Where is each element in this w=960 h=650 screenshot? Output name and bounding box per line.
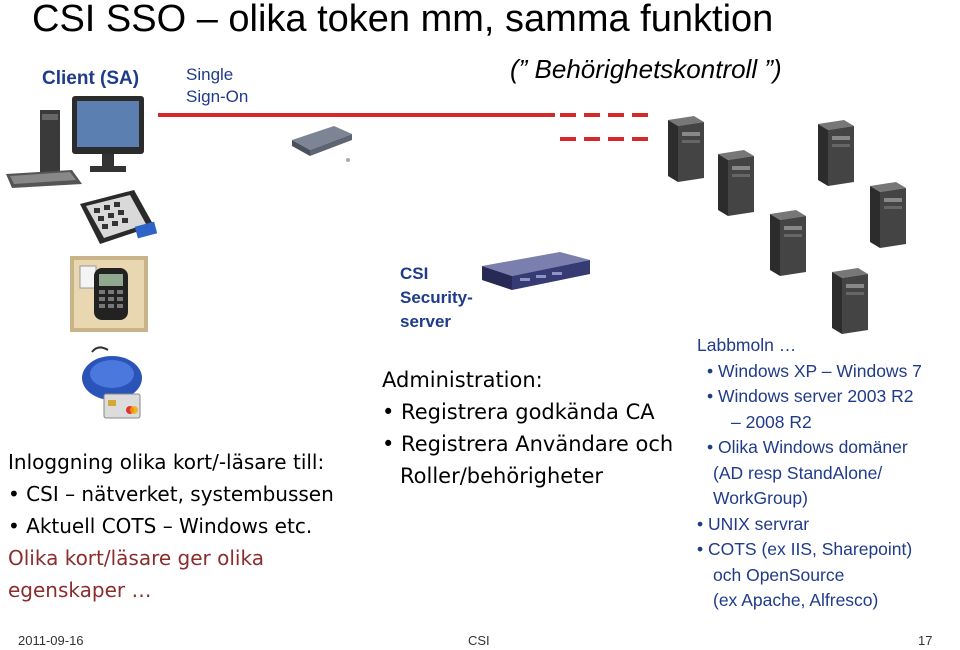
footer-page-number: 17 <box>918 633 933 648</box>
tower-server-icon <box>870 182 906 248</box>
login-note-continued: egenskaper … <box>8 578 152 602</box>
security-server-label: CSI Security- server <box>400 264 473 331</box>
footer-center: CSI <box>468 633 490 648</box>
rack-server-icon <box>482 252 590 290</box>
login-heading: Inloggning olika kort/-läsare till: <box>8 450 325 474</box>
usb-card-reader-icon <box>82 346 142 419</box>
administration-item: • Registrera Användare och <box>382 432 674 456</box>
lab-item: • Windows server 2003 R2 <box>707 386 914 406</box>
tower-server-icon <box>718 150 754 216</box>
tower-server-icon <box>818 120 854 186</box>
network-dashed-line-2 <box>560 137 660 141</box>
login-item: • CSI – nätverket, systembussen <box>8 482 334 506</box>
footer-date: 2011-09-16 <box>18 633 84 648</box>
network-dashed-line <box>560 113 660 117</box>
card-reader-icon <box>80 190 158 244</box>
lab-item-continued: och OpenSource <box>713 564 845 585</box>
login-note: Olika kort/läsare ger olika <box>8 546 264 570</box>
pc-icon <box>6 96 144 188</box>
lab-block: Labbmoln … • Windows XP – Windows 7 • Wi… <box>697 333 922 614</box>
lab-item-continued: (AD resp StandAlone/ <box>713 462 883 483</box>
lab-item: • Windows XP – Windows 7 <box>707 360 922 381</box>
smartcard-keypad-icon <box>70 256 148 332</box>
lab-item: • UNIX servrar <box>697 513 810 534</box>
network-switch-icon <box>292 126 352 162</box>
tower-server-icon <box>668 116 704 182</box>
tower-server-icon <box>832 268 868 334</box>
sso-label: Single Sign-On <box>186 65 249 106</box>
lab-item-continued: WorkGroup) <box>713 488 808 508</box>
lab-item: • Olika Windows domäner <box>707 437 908 457</box>
administration-heading: Administration: <box>382 368 543 392</box>
administration-item: • Registrera godkända CA <box>382 400 655 424</box>
administration-item-continued: Roller/behörigheter <box>400 464 604 488</box>
lab-item-continued: (ex Apache, Alfresco) <box>713 590 879 610</box>
login-block: Inloggning olika kort/-läsare till: • CS… <box>8 446 334 606</box>
page-title: CSI SSO – olika token mm, samma funktion <box>32 0 774 40</box>
access-control-label: (” Behörighetskontroll ”) <box>510 54 782 84</box>
lab-item-continued: – 2008 R2 <box>731 411 812 432</box>
lab-heading: Labbmoln … <box>697 335 797 355</box>
client-label: Client (SA) <box>42 68 140 89</box>
tower-server-icon <box>770 210 806 276</box>
network-line <box>158 113 555 117</box>
administration-block: Administration: • Registrera godkända CA… <box>382 364 673 492</box>
login-item: • Aktuell COTS – Windows etc. <box>8 514 313 538</box>
lab-item: • COTS (ex IIS, Sharepoint) <box>697 539 913 559</box>
